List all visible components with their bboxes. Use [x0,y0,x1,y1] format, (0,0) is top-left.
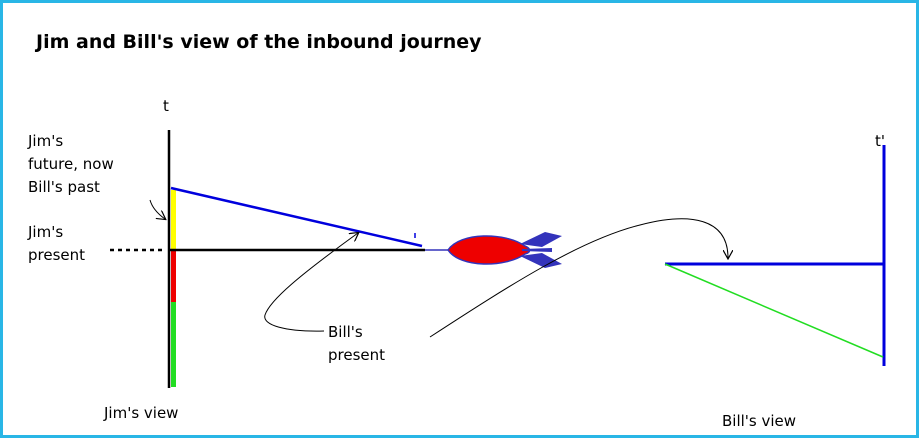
jim-red-segment [171,250,176,302]
bill-view-label: Bill's view [722,412,797,430]
jim-future-segment [171,190,176,250]
future-pointer-arrow [149,199,165,219]
jim-simultaneity-line [664,263,884,358]
jim-time-axis-label: t [163,97,169,115]
bill-present-label-line2: present [328,346,386,364]
bill-present-arrow-bill [429,218,728,338]
jim-future-label-line1: Jim's [28,132,64,150]
jim-view-label: Jim's view [104,404,179,422]
jim-present-label-line2: present [28,246,86,264]
jim-future-label-line2: future, now [28,155,114,173]
bill-present-arrow-jim [264,233,358,332]
jim-future-label-line3: Bill's past [28,178,100,196]
bill-simultaneity-line [170,186,423,248]
bill-present-label-line1: Bill's [328,323,363,341]
diagram-title: Jim and Bill's view of the inbound journ… [36,31,482,53]
rocket-icon [425,232,562,268]
bill-time-axis-label: t' [875,132,886,150]
jim-present-label-line1: Jim's [28,223,64,241]
jim-past-segment [171,302,176,387]
